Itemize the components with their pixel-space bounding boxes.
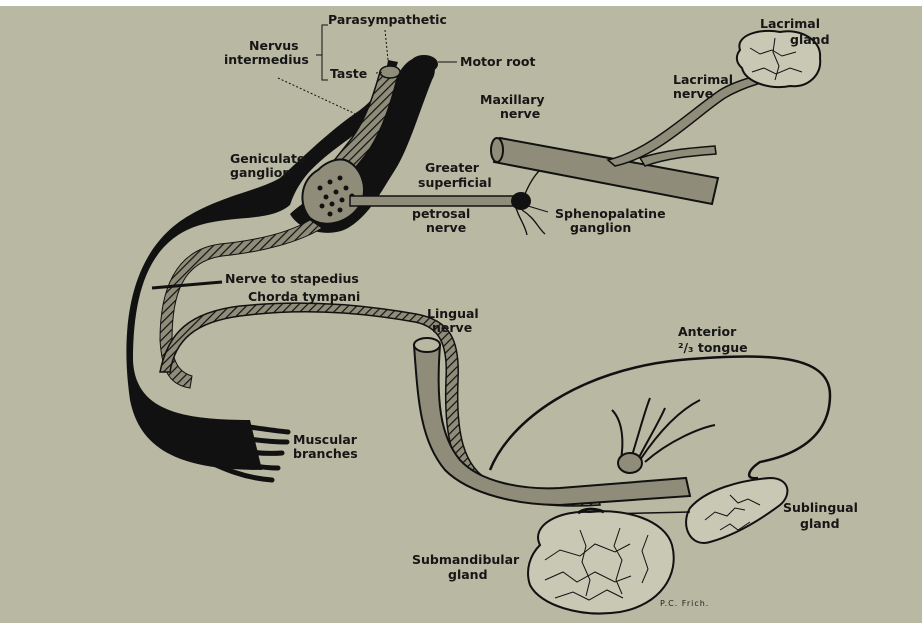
- label-sphenopalatine-line2: ganglion: [570, 220, 631, 235]
- label-nervus-intermedius-line1: Nervus: [249, 38, 299, 53]
- label-lacrimal-gland-line2: gland: [790, 32, 830, 47]
- label-sphenopalatine-line1: Sphenopalatine: [555, 206, 666, 221]
- label-lingual-nerve-line1: Lingual: [427, 306, 479, 321]
- nervus-intermedius-end: [380, 66, 400, 78]
- label-nervus-intermedius-line2: intermedius: [224, 52, 309, 67]
- label-petrosal-nerve-line1: petrosal: [412, 206, 470, 221]
- label-chorda-tympani: Chorda tympani: [248, 289, 360, 304]
- label-lacrimal-nerve-line2: nerve: [673, 86, 713, 101]
- label-muscular-branches-line2: branches: [293, 446, 358, 461]
- label-maxillary-nerve-line1: Maxillary: [480, 92, 545, 107]
- label-nerve-to-stapedius: Nerve to stapedius: [225, 271, 359, 286]
- label-sublingual-gland-line2: gland: [800, 516, 840, 531]
- label-greater-superficial-line2: superficial: [418, 175, 492, 190]
- label-geniculate-ganglion-line2: ganglion: [230, 165, 291, 180]
- label-maxillary-nerve-line2: nerve: [500, 106, 540, 121]
- maxillary-nerve-end: [491, 138, 503, 162]
- label-sublingual-gland-line1: Sublingual: [783, 500, 858, 515]
- label-taste: Taste: [330, 66, 367, 81]
- label-submandibular-gland-line2: gland: [448, 567, 488, 582]
- submandibular-gland: [528, 511, 674, 613]
- label-muscular-branches-line1: Muscular: [293, 432, 358, 447]
- lingual-nerve-end: [414, 338, 440, 352]
- label-anterior-tongue-line1: Anterior: [678, 324, 737, 339]
- lingual-tongue-junction: [618, 453, 642, 473]
- label-lacrimal-nerve-line1: Lacrimal: [673, 72, 733, 87]
- sphenopalatine-ganglion: [511, 192, 531, 210]
- label-petrosal-nerve-line2: nerve: [426, 220, 466, 235]
- motor-root-end: [410, 55, 438, 73]
- frame-top-edge: [0, 0, 922, 6]
- label-lingual-nerve-line2: nerve: [432, 320, 472, 335]
- label-parasympathetic: Parasympathetic: [328, 12, 447, 27]
- label-anterior-tongue-line2: ²/₃ tongue: [678, 340, 748, 355]
- label-geniculate-ganglion-line1: Geniculate: [230, 151, 305, 166]
- label-motor-root: Motor root: [460, 54, 535, 69]
- label-lacrimal-gland-line1: Lacrimal: [760, 16, 820, 31]
- label-greater-superficial-line1: Greater: [425, 160, 480, 175]
- label-submandibular-gland-line1: Submandibular: [412, 552, 520, 567]
- artist-signature: P.C. Frich.: [660, 599, 709, 608]
- greater-superficial-petrosal-nerve: [350, 196, 518, 206]
